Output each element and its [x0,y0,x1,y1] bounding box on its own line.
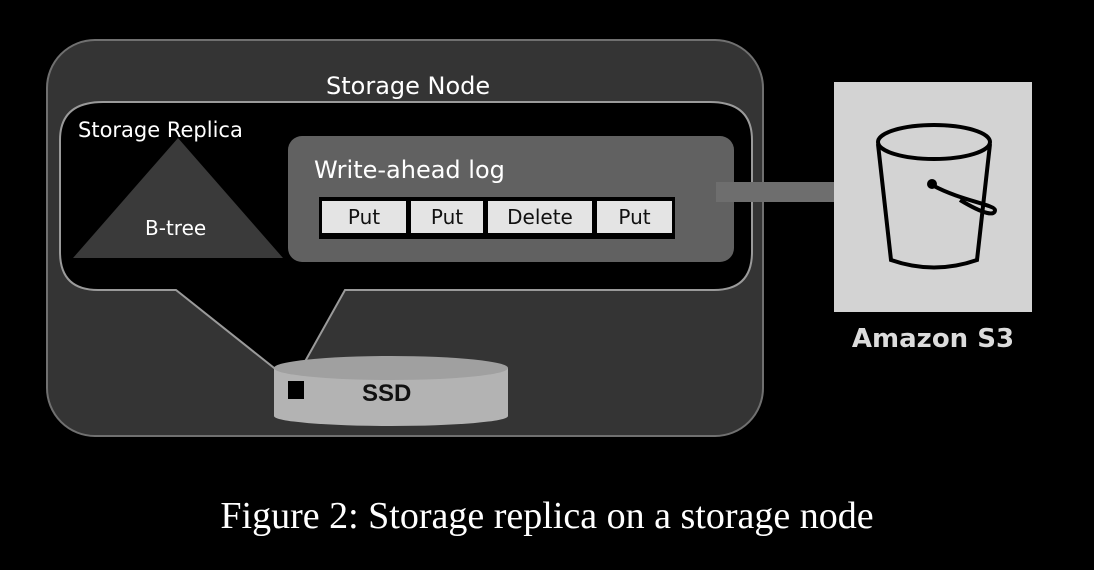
figure-caption: Figure 2: Storage replica on a storage n… [220,495,874,537]
wal-entry: Delete [488,201,592,233]
btree-label: B-tree [145,216,207,240]
wal-entry: Put [411,201,483,233]
bucket-icon [876,123,998,270]
btree-triangle [73,138,283,258]
storage-node-title: Storage Node [326,72,491,100]
wal-title: Write-ahead log [314,156,505,184]
storage-replica-title: Storage Replica [78,118,243,142]
ssd-cylinder [274,356,508,426]
bucket-handle-pivot [927,179,937,189]
s3-label: Amazon S3 [851,324,1015,354]
wal-entry: Put [322,201,406,233]
ssd-label: SSD [362,380,412,407]
s3-label-band [834,312,1032,376]
wal-entry: Put [597,201,672,233]
ssd-chip-marker [288,381,304,399]
